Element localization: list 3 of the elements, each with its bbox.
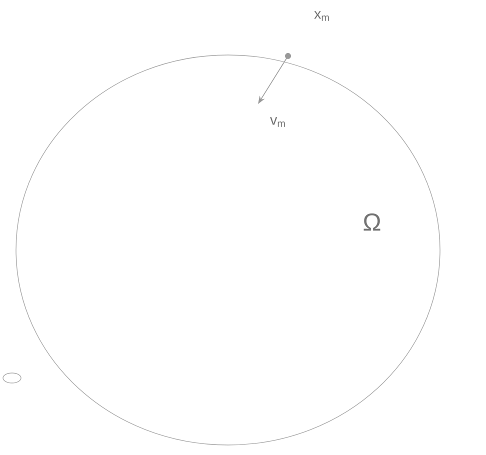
domain-label: Ω xyxy=(364,213,380,231)
vector-label: v$_{m}$ xyxy=(270,117,285,127)
point-label: x$_{m}$ xyxy=(314,11,329,21)
